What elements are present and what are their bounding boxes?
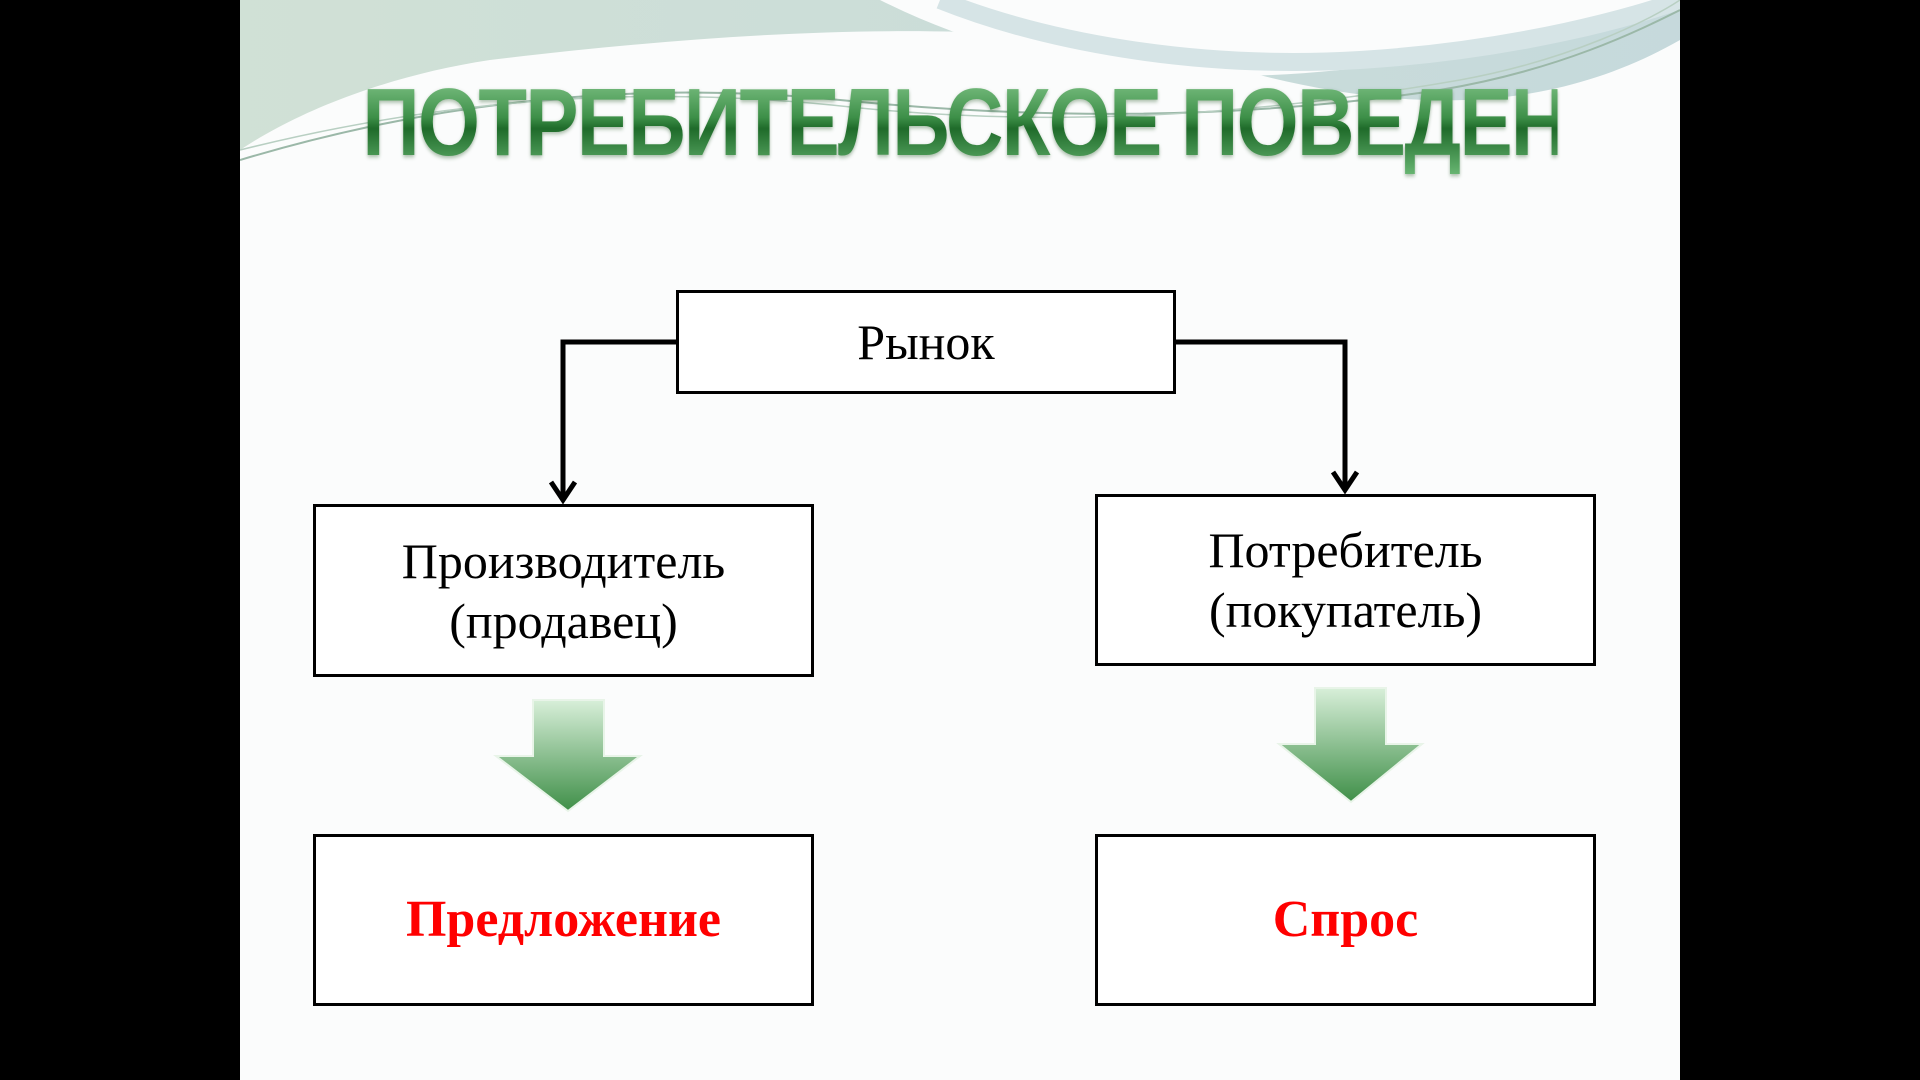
- slide: ПОТРЕБИТЕЛЬСКОЕ ПОВЕДЕНИЕ Рынок Произ: [240, 0, 1680, 1080]
- demand-box: Спрос: [1095, 834, 1596, 1006]
- connector-right: [1176, 339, 1360, 495]
- consumer-box: Потребитель (покупатель): [1095, 494, 1596, 666]
- producer-sublabel: (продавец): [449, 592, 678, 649]
- market-label: Рынок: [857, 314, 995, 370]
- background-waves: [240, 0, 1680, 161]
- demand-label: Спрос: [1272, 890, 1419, 948]
- down-arrow-icon-left: [493, 699, 643, 813]
- connectors: [493, 339, 1425, 813]
- market-box: Рынок: [676, 290, 1176, 394]
- supply-label: Предложение: [405, 890, 722, 948]
- consumer-sublabel: (покупатель): [1208, 582, 1483, 638]
- consumer-label: Потребитель: [1208, 522, 1483, 578]
- producer-box: Производитель (продавец): [313, 504, 814, 677]
- connector-left: [548, 339, 676, 505]
- slide-title: ПОТРЕБИТЕЛЬСКОЕ ПОВЕДЕНИЕ: [362, 69, 1675, 176]
- down-arrow-icon-right: [1276, 687, 1425, 804]
- supply-box: Предложение: [313, 834, 814, 1006]
- producer-label: Производитель: [401, 532, 726, 589]
